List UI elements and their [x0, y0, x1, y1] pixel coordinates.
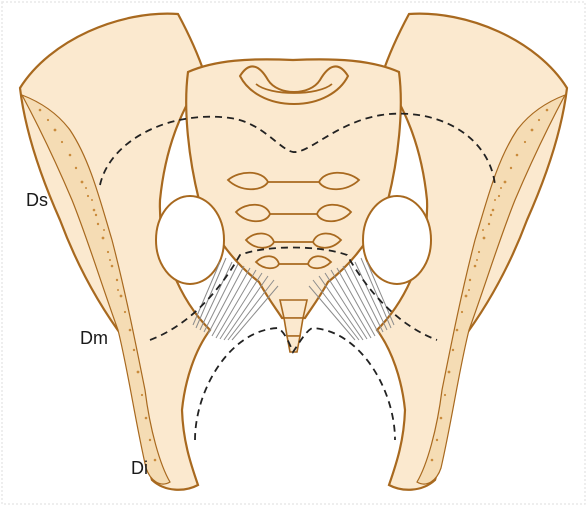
- left-sciatic-foramen: [156, 196, 224, 284]
- label-di: Di: [131, 458, 148, 478]
- right-sciatic-foramen: [363, 196, 431, 284]
- coccyx: [280, 300, 307, 352]
- label-ds: Ds: [26, 190, 48, 210]
- label-dm: Dm: [80, 328, 108, 348]
